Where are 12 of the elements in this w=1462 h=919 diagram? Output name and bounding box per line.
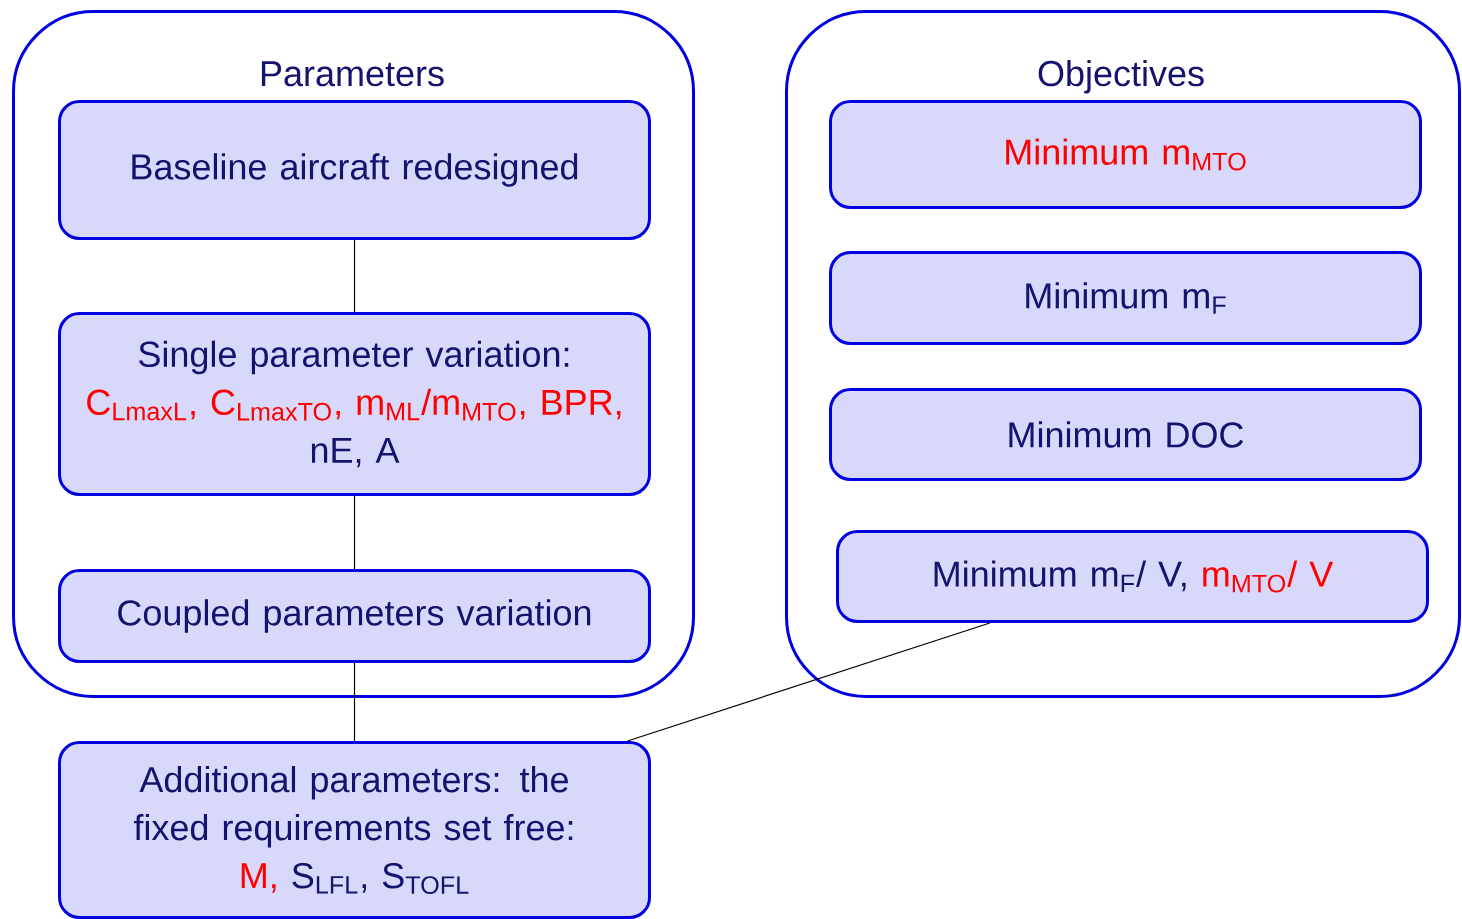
connector-line: [353, 662, 356, 742]
connector-line: [626, 622, 991, 742]
process-box: Coupled parameters variation: [58, 569, 651, 663]
process-box: Minimum m$_{F}$: [829, 251, 1422, 345]
process-box: Minimum m$_{F}$/ V, m$_{MTO}$/ V: [836, 530, 1429, 623]
connector-line: [353, 495, 356, 570]
process-box: Single parameter variation: C$_{LmaxL}$, C$_{LmaxTO}$, m$_{ML}$/m$_{MTO}$, BPR, nE, A: [58, 312, 651, 496]
process-box: Minimum DOC: [829, 388, 1422, 481]
connector-line: [353, 239, 356, 313]
process-box: Baseline aircraft redesigned: [58, 100, 651, 240]
process-box: Additional parameters: the fixed requirements set free: M, S$_{LFL}$, S$_{TOFL}$: [58, 741, 651, 919]
process-box: Minimum m$_{MTO}$: [829, 100, 1422, 209]
